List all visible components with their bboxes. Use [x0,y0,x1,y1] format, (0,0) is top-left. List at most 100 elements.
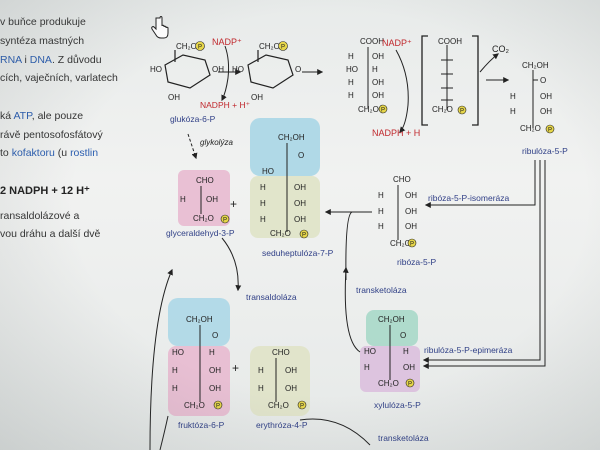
phosphate-label: P [381,108,385,114]
phosphate-icon [297,400,307,410]
h-label: H [364,363,370,372]
text-line: v buňce produkuje [0,16,86,28]
glyceraldehyd-label: glyceraldehyd-3-P [166,228,235,238]
arrow [424,160,536,208]
bracket-intermediate [421,35,479,126]
ho-label: HO [172,348,184,357]
ch2o-label: CH₂O [259,42,280,51]
nadp-label: NADP⁺ [382,38,412,48]
arrow [221,237,242,292]
text-line: cích, vaječních, varlatech [0,72,118,84]
glukoza-label: glukóza-6-P [170,114,216,124]
blue-box [250,118,320,176]
link-atp[interactable]: ATP [13,110,32,122]
o-label: O [540,76,546,85]
arrow [149,268,173,450]
phosphate-label: P [302,233,306,239]
ch2o-label: CH₂O [184,401,205,410]
fruktoza-label: fruktóza-6-P [178,420,225,430]
arrow [342,266,361,353]
olive-box [250,176,320,238]
equation-text: 2 NADPH + 12 H⁺ [0,185,90,197]
h-label: H [260,183,266,192]
phosphate-label: P [460,109,464,115]
phosphate-icon [213,400,223,410]
plus-sign: + [232,361,239,375]
ch2o-label: CH₂O [520,124,541,133]
phosphate-icon [457,105,467,115]
h-label: H [348,91,354,100]
glucose-6-p-structure [164,50,294,89]
text-line: RNA i DNA. Z důvodu [0,54,102,66]
ch2o-label: CH₂O [390,239,411,248]
plus-sign: + [230,197,237,211]
oh-label: OH [209,366,221,375]
phosphate-label: P [216,404,220,410]
oh-label: OH [294,199,306,208]
h-label: H [510,92,516,101]
h-label: H [258,384,264,393]
text-line: ransaldolázové a [0,210,80,222]
ch2o-label: CH₂O [176,42,197,51]
oh-label: OH [403,363,415,372]
nadph-label: NADPH + H [372,128,420,138]
pink-box [168,346,230,416]
cho-label: CHO [196,176,214,185]
o-label: O [298,151,304,160]
phosphate-icon [278,41,288,51]
text-line: vou dráhu a další dvě [0,228,101,240]
text-line: syntéza mastných [0,35,85,47]
oh-label: OH [372,78,384,87]
ch2oh-label: CH₂OH [278,133,305,142]
bracket-labels: COOH CH₂O [432,37,462,114]
oh-label: OH [405,222,417,231]
oh-label: OH [405,207,417,216]
erythroza-label: erythróza-4-P [256,420,308,430]
h-label: H [372,65,378,74]
arrow [422,160,541,363]
text-line: to kofaktoru (u rostlin [0,147,98,159]
arrow [159,415,169,450]
o-label: O [295,65,301,74]
text-fragment: , ale pouze [31,110,84,122]
ch2o-label: CH₂O [193,214,214,223]
arrow [479,53,499,73]
epimeraza-label: ribulóza-5-P-epimeráza [424,345,513,355]
cooh-label: COOH [438,37,462,46]
text-fragment: . Z důvodu [51,54,102,66]
oh-label: OH [251,93,263,102]
h-label: H [348,78,354,87]
pink-box [178,170,230,226]
cho-label: CHO [393,175,411,184]
h-label: H [260,199,266,208]
text-fragment: i [21,54,30,66]
isomeraza-label: ribóza-5-P-isomeráza [428,193,510,203]
link-rna[interactable]: RNA [0,54,22,66]
link-dna[interactable]: DNA [29,54,52,66]
h-label: H [260,215,266,224]
oh-label: OH [405,191,417,200]
h-label: H [180,195,186,204]
link-kofaktor[interactable]: kofaktoru [11,147,55,159]
phosphate-label: P [223,218,227,224]
phosphate-icon [195,41,205,51]
nadph-label: NADPH + H⁺ [200,100,251,110]
oh-label: OH [285,366,297,375]
hand-cursor-icon [151,16,169,39]
oh-label: HO [232,65,244,74]
h-label: H [378,222,384,231]
arrow [187,133,198,160]
o-label: O [212,331,218,340]
ribuloza-label: ribulóza-5-P [522,146,568,156]
link-rostlin[interactable]: rostlin [70,147,99,159]
transaldolaza-label: transaldoláza [246,292,297,302]
arrow [422,160,546,369]
nadp-label: NADP⁺ [212,37,242,47]
oh-label: OH [372,52,384,61]
ribosa-label: ribóza-5-P [397,257,437,267]
ho-label: HO [262,167,274,176]
glykolyza-label: glykolýza [200,138,233,147]
phosphate-icon [407,238,417,248]
